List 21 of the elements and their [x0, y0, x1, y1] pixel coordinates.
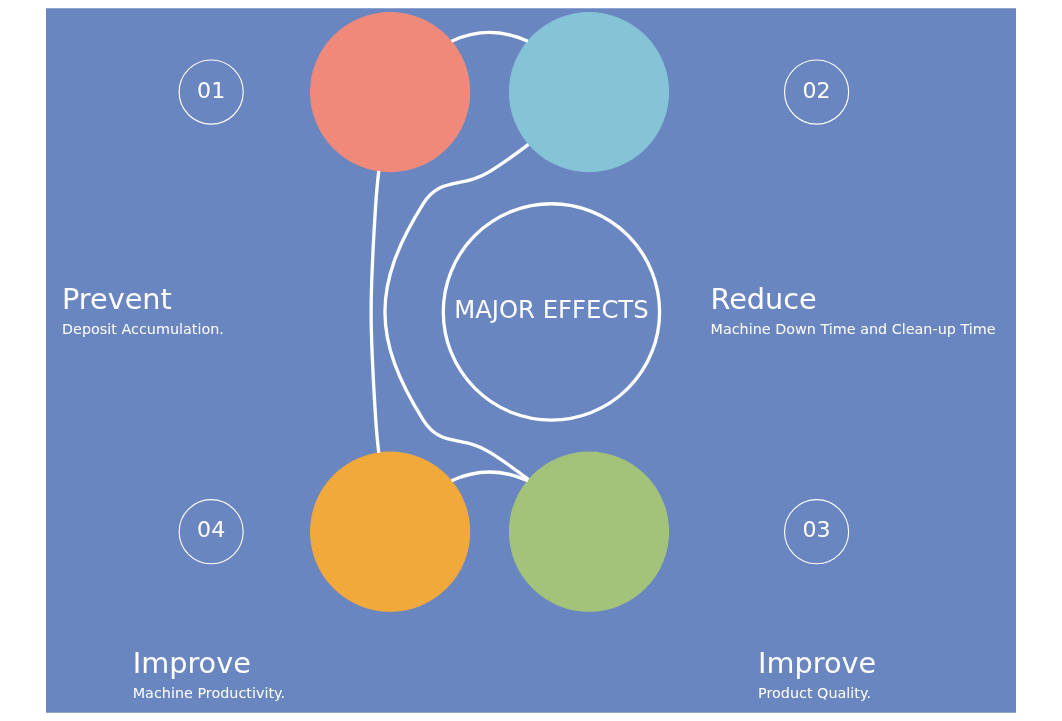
connector [369, 170, 381, 453]
connector [450, 30, 529, 43]
node-label: Improve [758, 646, 877, 681]
connector [450, 470, 529, 483]
node-circle: 04 [178, 499, 244, 565]
node-circle: 03 [784, 499, 850, 565]
node-circle: 01 [178, 59, 244, 125]
node-label: Reduce [710, 282, 817, 317]
node-label: Improve [132, 646, 251, 681]
node-label: Deposit Accumulation. [62, 321, 224, 338]
node-circle [508, 451, 670, 612]
node-circle: 02 [784, 59, 850, 125]
node-circle [310, 451, 471, 612]
node-circle: MAJOR EFFECTS [441, 202, 662, 422]
node-circle [508, 12, 670, 173]
node-label: Product Quality. [758, 685, 871, 702]
node-label: Machine Down Time and Clean-up Time [710, 321, 996, 338]
connector [383, 143, 530, 481]
node-label: Prevent [62, 282, 172, 317]
node-label: Machine Productivity. [132, 685, 286, 702]
node-circle [310, 12, 471, 173]
